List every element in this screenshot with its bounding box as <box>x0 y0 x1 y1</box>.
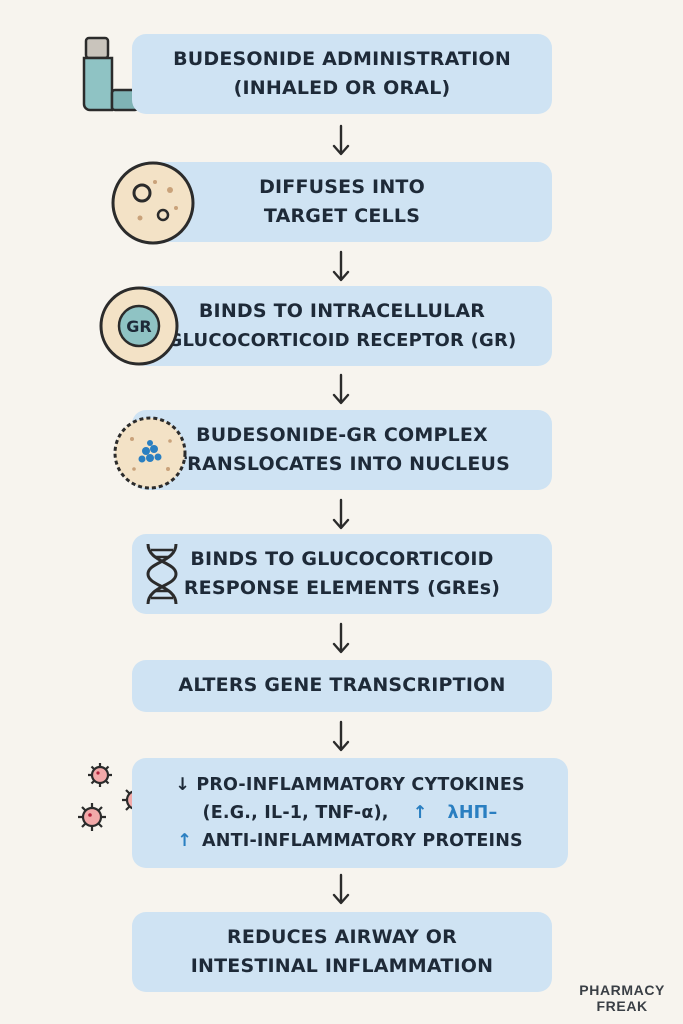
step-text: BINDS TO GLUCOCORTICOID <box>190 547 494 570</box>
step-alters-transcription: ALTERS GENE TRANSCRIPTION <box>132 660 552 712</box>
step-text: λНП– <box>447 803 498 823</box>
step-text: RESPONSE ELEMENTS (GREs) <box>183 577 501 599</box>
step-text: INTESTINAL INFLAMMATION <box>190 955 494 977</box>
step-translocates: BUDESONIDE-GR COMPLEX TRANSLOCATES INTO … <box>132 410 552 490</box>
down-arrow-icon <box>332 873 350 905</box>
step-text: ALTERS GENE TRANSCRIPTION <box>178 674 506 697</box>
up-arrow-icon: ↑ <box>412 803 428 823</box>
step-text: BINDS TO INTRACELLULAR <box>198 300 486 323</box>
receptor-icon: GR <box>99 286 179 366</box>
step-text: TARGET CELLS <box>263 205 421 227</box>
down-arrow-icon <box>332 250 350 282</box>
nucleus-icon <box>113 416 187 490</box>
step-text: (E.G., IL-1, TNF-α), <box>202 803 389 823</box>
step-text: TRANSLOCATES INTO NUCLEUS <box>173 453 511 475</box>
step-text: DIFFUSES INTO <box>259 175 425 198</box>
step-text: BUDESONIDE ADMINISTRATION <box>173 47 511 70</box>
down-arrow-icon <box>332 622 350 654</box>
up-arrow-icon: ↑ <box>177 831 192 851</box>
step-diffuses: DIFFUSES INTO TARGET CELLS <box>132 162 552 242</box>
down-arrow-icon <box>332 720 350 752</box>
brand-logo: PHARMACY FREAK <box>579 982 665 1014</box>
down-arrow-icon <box>332 124 350 156</box>
step-binds-receptor: BINDS TO INTRACELLULAR GLUCOCORTICOID RE… <box>132 286 552 366</box>
step-text: ANTI-INFLAMMATORY PROTEINS <box>202 831 523 851</box>
step-text: (INHALED OR ORAL) <box>233 77 451 99</box>
dna-icon <box>146 543 178 605</box>
receptor-label: GR <box>126 317 151 336</box>
step-text: ↓ PRO-INFLAMMATORY CYTOKINES <box>175 775 525 795</box>
step-text: BUDESONIDE-GR COMPLEX <box>196 423 488 446</box>
step-text: REDUCES AIRWAY OR <box>227 925 457 948</box>
step-text: GLUCOCORTICOID RECEPTOR (GR) <box>167 329 517 351</box>
down-arrow-icon <box>332 498 350 530</box>
brand-line: PHARMACY <box>579 982 665 999</box>
brand-line: FREAK <box>596 997 648 1014</box>
step-cytokines: ↓ PRO-INFLAMMATORY CYTOKINES (E.G., IL-1… <box>132 758 568 868</box>
step-reduces-inflammation: REDUCES AIRWAY OR INTESTINAL INFLAMMATIO… <box>132 912 552 992</box>
step-administration: BUDESONIDE ADMINISTRATION (INHALED OR OR… <box>132 34 552 114</box>
step-binds-gres: BINDS TO GLUCOCORTICOID RESPONSE ELEMENT… <box>132 534 552 614</box>
down-arrow-icon <box>332 373 350 405</box>
cell-icon <box>111 161 195 245</box>
inhaler-icon <box>82 36 140 112</box>
